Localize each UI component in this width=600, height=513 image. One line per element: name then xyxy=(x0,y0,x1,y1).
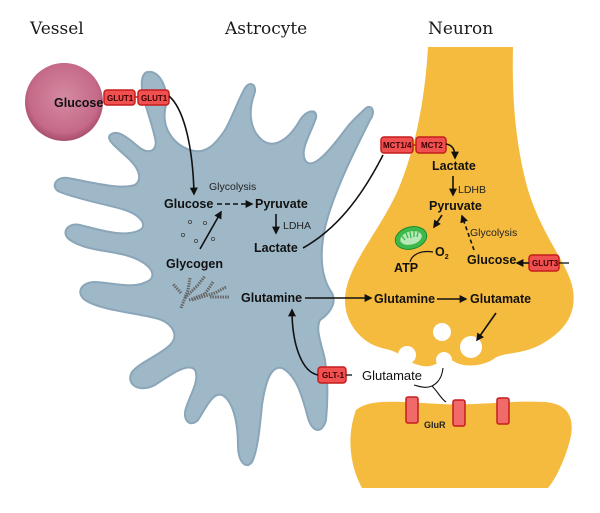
glycogen-label: Glycogen xyxy=(166,257,223,271)
glur-label: GluR xyxy=(424,420,446,430)
astro-glucose-label: Glucose xyxy=(164,197,213,211)
mitochondrion-icon xyxy=(394,226,428,250)
glutamate-receptor xyxy=(496,397,510,425)
vessel-glucose-label: Glucose xyxy=(54,96,103,110)
synaptic-vesicle xyxy=(436,352,452,368)
synaptic-vesicle xyxy=(398,346,416,364)
o2-atp-curve xyxy=(409,250,434,263)
arrow-glycogen-to-glucose xyxy=(199,210,222,250)
astrocyte-cell xyxy=(53,70,374,467)
glt1-transporter: GLT-1 xyxy=(317,366,347,384)
neuron-glutamate-label: Glutamate xyxy=(470,292,531,306)
blood-vessel xyxy=(25,63,103,141)
ldha-label: LDHA xyxy=(283,220,311,232)
arrow-mct2-to-lactate xyxy=(445,143,459,160)
neuron-pyruvate-label: Pyruvate xyxy=(429,199,482,213)
synaptic-vesicle xyxy=(460,336,482,358)
glut1-astrocyte-transporter: GLUT1 xyxy=(137,89,170,106)
arrow-glucose-to-pyruvate-neuron xyxy=(460,214,475,251)
vessel-title: Vessel xyxy=(29,19,84,39)
glutamate-receptor xyxy=(405,396,419,424)
svg-text:GLUT1: GLUT1 xyxy=(107,94,134,103)
arrow-pyruvate-to-mitochondrion xyxy=(433,214,443,229)
arrow-lactate-to-mct xyxy=(302,154,384,249)
astro-lactate-label: Lactate xyxy=(254,241,298,255)
neuron-lactate-label: Lactate xyxy=(432,159,476,173)
glutamate-release-path xyxy=(413,367,447,403)
o2-label: O2 xyxy=(435,245,449,261)
ldhb-label: LDHB xyxy=(458,184,486,196)
astro-glycolysis-label: Glycolysis xyxy=(209,181,256,193)
neuron-glutamine-label: Glutamine xyxy=(374,292,435,306)
glut1-vessel-transporter: GLUT1 xyxy=(103,89,136,106)
synaptic-vesicle xyxy=(433,323,451,341)
svg-text:GLT-1: GLT-1 xyxy=(322,371,345,380)
svg-text:GLUT1: GLUT1 xyxy=(141,94,168,103)
astro-glutamine-label: Glutamine xyxy=(241,291,302,305)
glycogen-branch-icon xyxy=(171,275,229,309)
synaptic-glutamate-label: Glutamate xyxy=(362,368,422,383)
neuron-glycolysis-label: Glycolysis xyxy=(470,227,517,239)
presynaptic-neuron xyxy=(344,47,574,367)
neuron-glucose-label: Glucose xyxy=(467,253,516,267)
neuron-title: Neuron xyxy=(428,19,493,39)
svg-text:MCT2: MCT2 xyxy=(421,141,443,150)
astro-pyruvate-label: Pyruvate xyxy=(255,197,308,211)
mct14-transporter: MCT1/4 xyxy=(380,136,414,154)
svg-text:GLUT3: GLUT3 xyxy=(532,259,559,268)
atp-label: ATP xyxy=(394,261,418,275)
glut3-transporter: GLUT3 xyxy=(528,254,560,272)
svg-text:MCT1/4: MCT1/4 xyxy=(383,141,412,150)
mct2-transporter: MCT2 xyxy=(415,136,447,154)
astrocyte-title: Astrocyte xyxy=(224,19,307,39)
arrow-glutamate-to-vesicle xyxy=(476,312,497,342)
glucose-granules xyxy=(180,219,215,243)
arrow-glut1-to-glucose xyxy=(168,95,198,196)
glutamate-receptor xyxy=(452,399,466,427)
postsynaptic-neuron xyxy=(350,401,572,488)
arrow-glt1-to-glutamine xyxy=(288,308,319,376)
